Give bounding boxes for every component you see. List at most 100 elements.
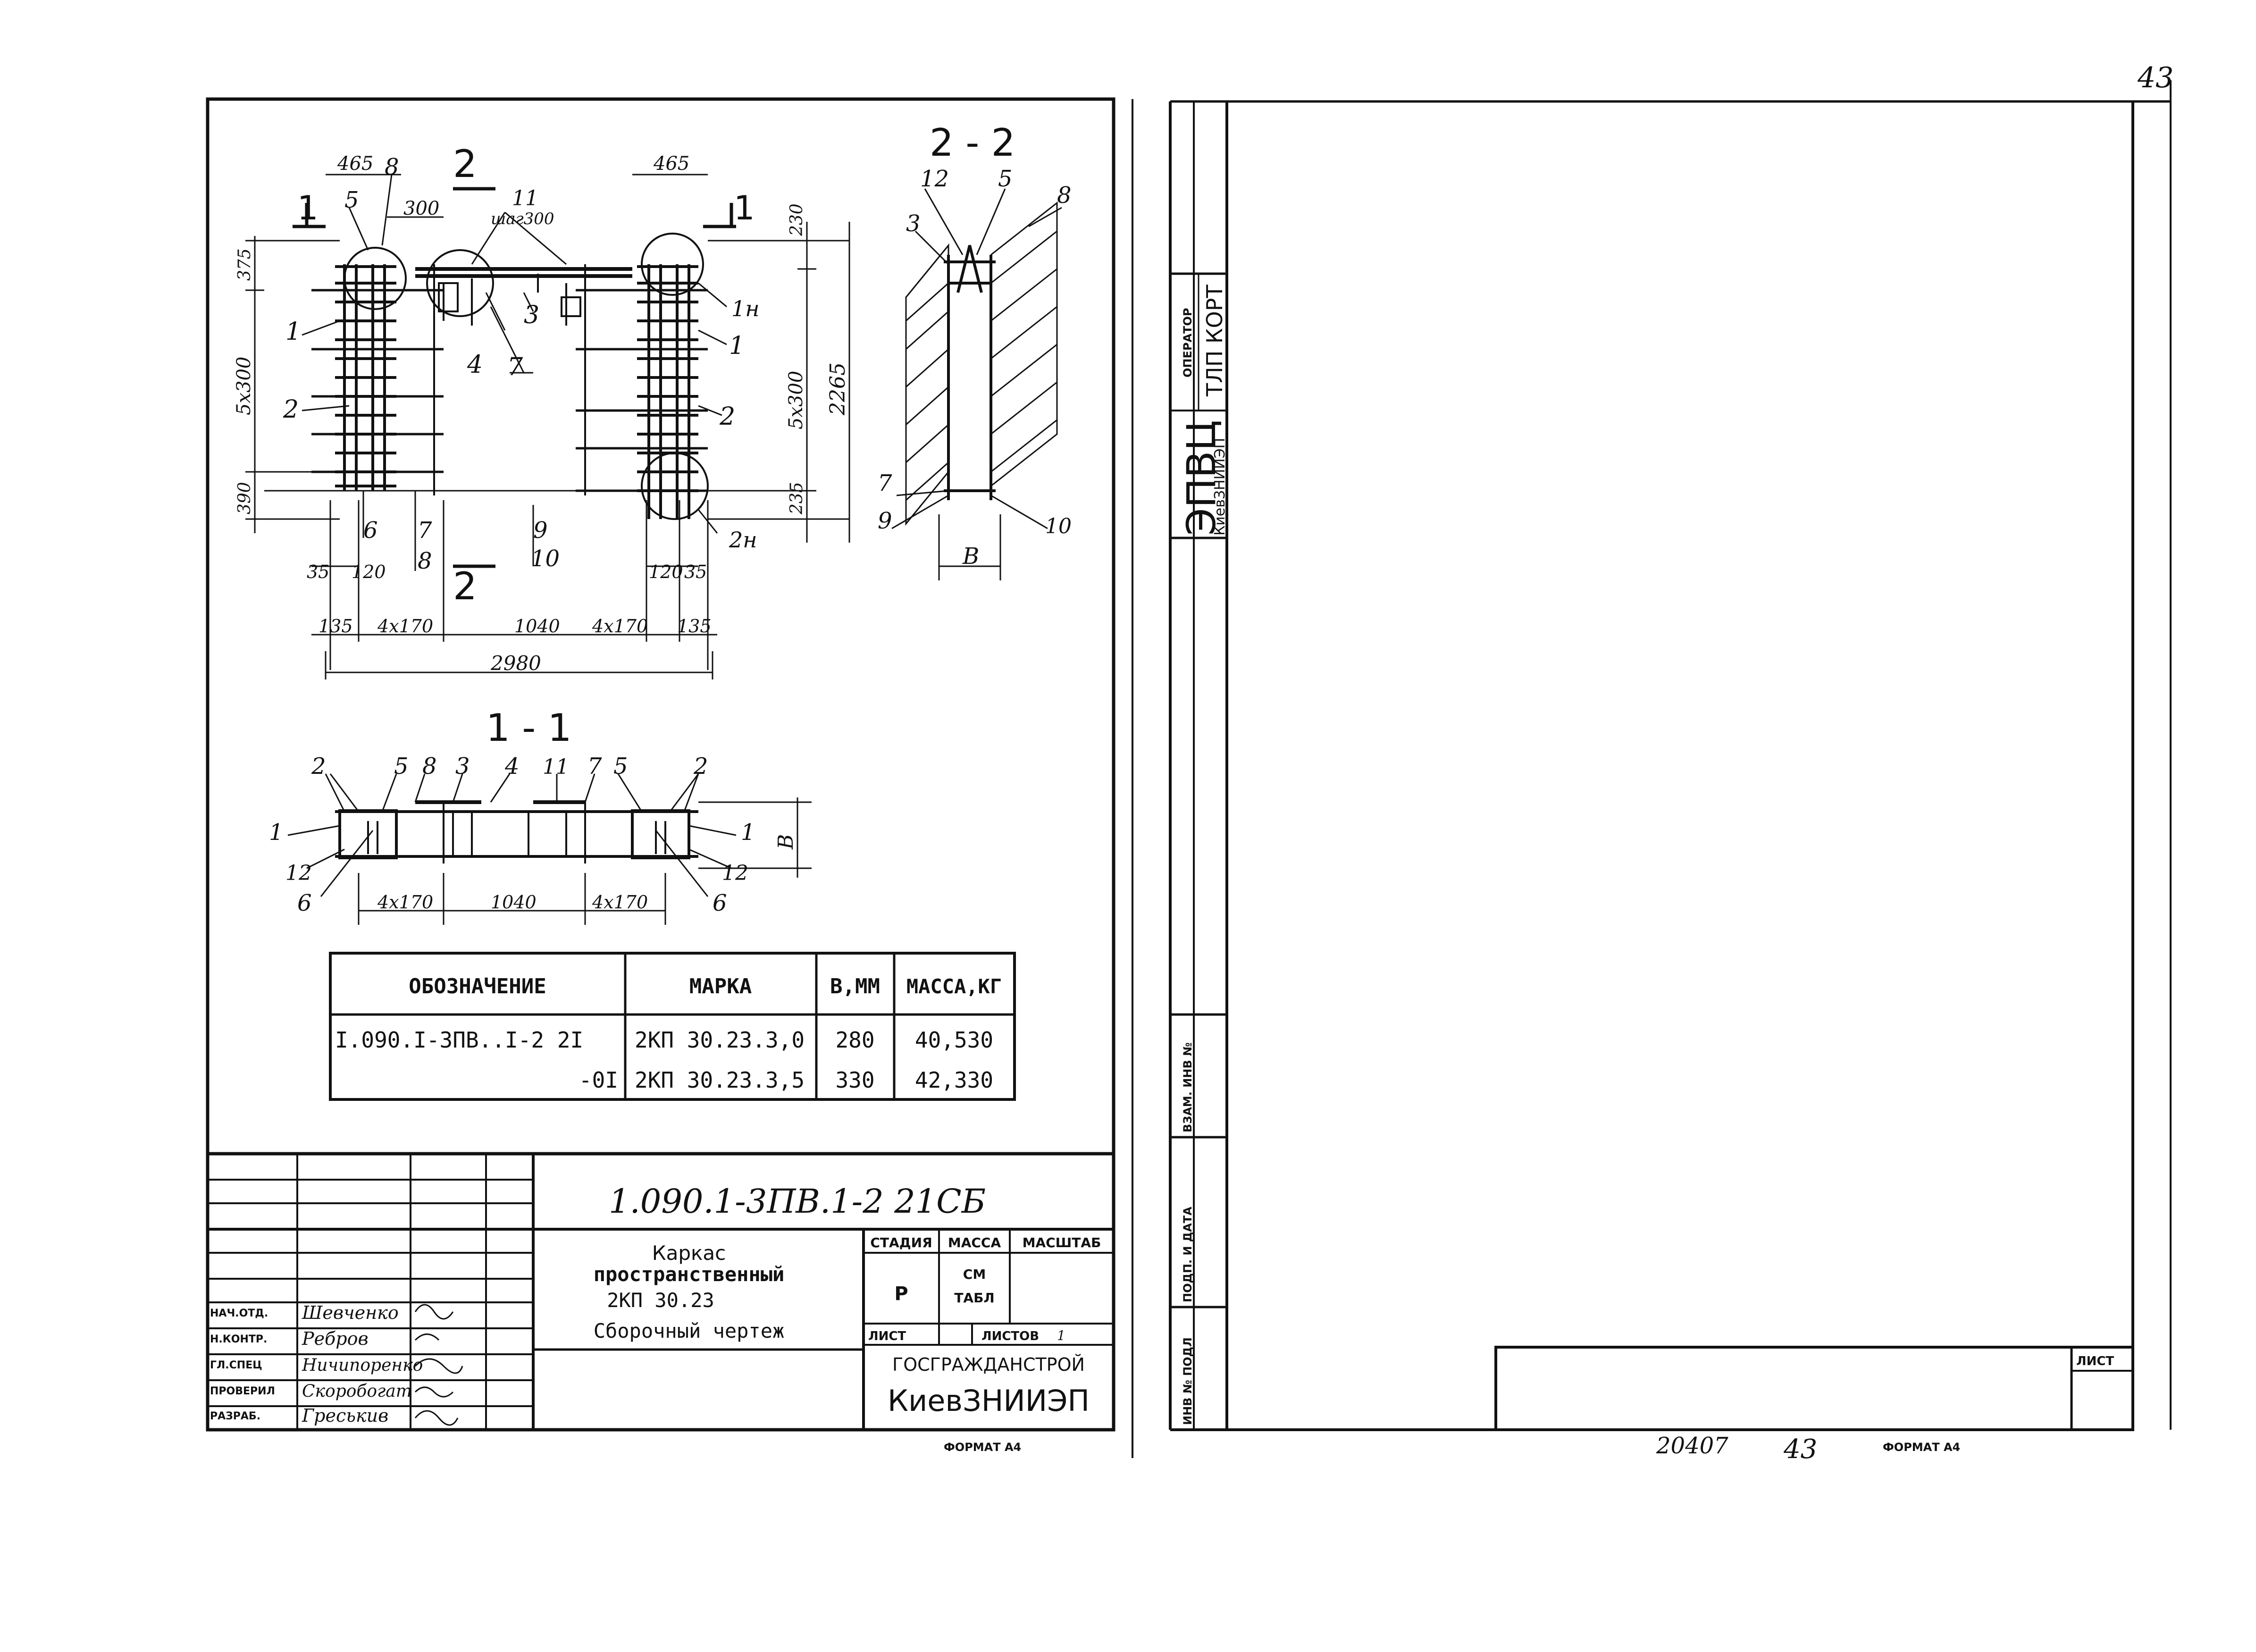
- callout-5: 5: [344, 187, 359, 213]
- callout-12-s11-right: 12: [722, 861, 748, 885]
- dim-465-left: 465: [337, 153, 373, 175]
- callout-5-s11-right: 5: [613, 753, 628, 780]
- sheets-value: 1: [1057, 1328, 1065, 1343]
- callout-8: 8: [385, 154, 399, 180]
- spec-header-mass: МАССА,КГ: [906, 975, 1002, 998]
- stamp-operator-value: ТЛП КОРТ: [1202, 284, 1227, 397]
- dim-s11-4x170-right: 4x170: [592, 892, 648, 913]
- spec-cell-designation: -0I: [579, 1067, 618, 1093]
- table-row: -0I 2КП 30.23.3,5 330 42,330: [579, 1067, 993, 1093]
- col-mass: МАССА: [948, 1235, 1001, 1250]
- dim-2980: 2980: [490, 652, 541, 675]
- callout-11-s11: 11: [543, 755, 569, 779]
- callout-3: 3: [524, 301, 539, 329]
- spec-cell-mark: 2КП 30.23.3,5: [635, 1067, 805, 1093]
- dim-b-s11: В: [774, 834, 798, 850]
- right-mesh: [637, 264, 698, 519]
- sig-name-norm: Ребров: [302, 1328, 369, 1349]
- callout-9: 9: [533, 517, 548, 544]
- org-line-2: КиевЗНИИЭП: [888, 1384, 1090, 1418]
- mass-value-2: ТАБЛ: [954, 1290, 994, 1306]
- sig-name-checked: Скоробогат: [302, 1382, 412, 1401]
- plan-view: [245, 174, 850, 679]
- dim-4x170-left: 4x170: [377, 616, 433, 637]
- bottom-number: 20407: [1656, 1433, 1728, 1459]
- callout-6-s11-left: 6: [297, 890, 312, 916]
- corner-page-number: 43: [2137, 61, 2173, 94]
- callout-2-right: 2: [719, 403, 735, 431]
- callout-7: 7: [507, 353, 523, 381]
- spec-cell-mass: 40,530: [915, 1027, 993, 1053]
- spec-cell-b: 280: [835, 1027, 874, 1053]
- section-1-1-title: 1 - 1: [486, 706, 572, 750]
- dim-5x300-right: 5x300: [785, 371, 807, 429]
- callout-7-s22: 7: [878, 470, 892, 496]
- sig-role-norm: Н.КОНТР.: [210, 1333, 267, 1345]
- cut-marker-2-top: 2: [453, 142, 477, 186]
- cut-marker-2-bottom: 2: [453, 564, 477, 608]
- section-1-1: 1 - 1: [269, 706, 812, 925]
- signature-rows: НАЧ.ОТД. Шевченко Н.КОНТР. Ребров ГЛ.СПЕ…: [210, 1302, 463, 1426]
- format-left: ФОРМАТ А4: [944, 1441, 1021, 1454]
- sig-role-head: НАЧ.ОТД.: [210, 1308, 268, 1319]
- stamp-operator: ОПЕРАТОР: [1181, 308, 1194, 377]
- table-row: I.090.I-3ПВ..I-2 2I 2КП 30.23.3,0 280 40…: [335, 1027, 993, 1053]
- callout-5-s11-left: 5: [394, 753, 409, 780]
- callout-1n: 1н: [731, 296, 760, 321]
- cut-marker-1-left: 1: [297, 189, 319, 227]
- stamp-sub: КиевЗНИИЭП: [1212, 438, 1228, 536]
- dim-135-left: 135: [319, 616, 353, 637]
- sig-role-chief: ГЛ.СПЕЦ: [210, 1359, 262, 1371]
- callout-9-s22: 9: [878, 508, 892, 534]
- dim-s11-1040: 1040: [491, 892, 537, 913]
- right-sheet-label: ЛИСТ: [2076, 1354, 2114, 1368]
- stage-value: Р: [894, 1283, 908, 1305]
- sig-name-author: Греськив: [302, 1405, 388, 1426]
- spec-cell-designation: I.090.I-3ПВ..I-2 2I: [335, 1027, 583, 1053]
- callout-8-s11: 8: [422, 753, 437, 780]
- bottom-page: 43: [1783, 1434, 1817, 1465]
- col-stage: СТАДИЯ: [870, 1235, 932, 1250]
- dim-35-left: 35: [307, 562, 329, 582]
- note-step: шаг300: [491, 210, 554, 228]
- callout-2n: 2н: [729, 527, 757, 553]
- title-line-4: Сборочный чертеж: [594, 1319, 785, 1342]
- signature-marks: [414, 1304, 463, 1426]
- right-sheet: 43 ЭПВЦ КиевЗНИИЭП ОПЕРАТОР ТЛП КОРТ ВЗА…: [1169, 61, 2173, 1465]
- callout-7-bottom: 7: [418, 517, 432, 544]
- dim-235: 235: [787, 482, 806, 515]
- callout-1-s11-right: 1: [741, 819, 755, 846]
- cut-marker-1-right: 1: [734, 189, 755, 227]
- callout-2-left: 2: [283, 395, 299, 424]
- spec-cell-b: 330: [835, 1067, 874, 1093]
- dim-390: 390: [235, 482, 254, 514]
- callout-6-s11-right: 6: [713, 890, 727, 916]
- callout-1-s11-left: 1: [269, 819, 284, 846]
- left-sheet-frame: [206, 97, 1133, 1458]
- callout-7-s11: 7: [587, 753, 602, 780]
- dim-300: 300: [403, 198, 439, 219]
- callout-5-s22: 5: [998, 166, 1013, 192]
- section-2-2-title: 2 - 2: [930, 121, 1015, 165]
- sig-name-head: Шевченко: [302, 1302, 399, 1323]
- title-line-2: пространственный: [594, 1263, 785, 1286]
- sheet-label: ЛИСТ: [868, 1329, 906, 1343]
- spec-cell-mark: 2КП 30.23.3,0: [635, 1027, 805, 1053]
- sheets-label: ЛИСТОВ: [981, 1329, 1039, 1343]
- left-mesh: [335, 264, 396, 491]
- callout-2-s11-left: 2: [311, 753, 326, 780]
- callout-3-s11: 3: [455, 753, 470, 780]
- callout-6: 6: [363, 517, 378, 544]
- section-2-2: 2 - 2: [878, 121, 1072, 580]
- callout-4-s11: 4: [504, 753, 520, 780]
- dim-135-right: 135: [677, 616, 712, 637]
- mass-value-1: СМ: [963, 1266, 986, 1282]
- side-inv: ИНВ № ПОДЛ: [1181, 1337, 1194, 1425]
- callout-1-left: 1: [285, 318, 301, 346]
- dim-b-s22: В: [962, 543, 979, 570]
- doc-code: 1.090.1-3ПВ.1-2 21СБ: [609, 1182, 986, 1221]
- callout-4: 4: [467, 351, 483, 379]
- title-line-1: Каркас: [652, 1241, 726, 1265]
- plan-labels: 465 465 300 шаг300 2 2 1 1 5 8 11 1 2 3 …: [233, 142, 850, 675]
